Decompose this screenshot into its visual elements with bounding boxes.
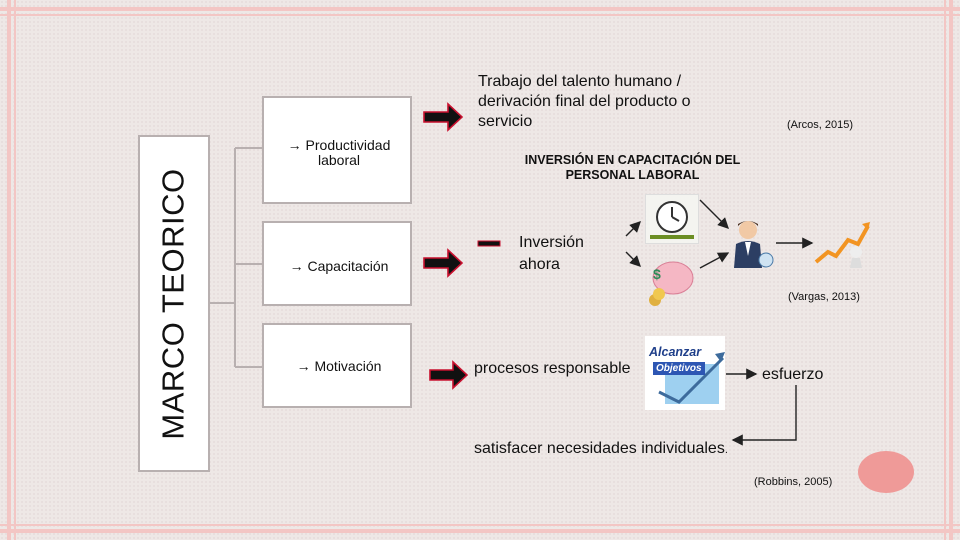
decor-circle — [858, 451, 914, 493]
tree-connector — [210, 147, 262, 368]
category-label-capacitacion: → Capacitación — [289, 258, 389, 274]
category-box-productividad: → Productividad laboral — [262, 96, 412, 204]
citation-robbins: (Robbins, 2005) — [754, 476, 833, 488]
necesidades-main: satisfacer necesidades individuales — [474, 440, 725, 457]
block-arrow — [423, 102, 464, 132]
capacitacion-heading: INVERSIÓN EN CAPACITACIÓN DEL PERSONAL L… — [524, 153, 741, 182]
thin-arrow — [699, 252, 730, 269]
frame-border — [0, 529, 960, 533]
frame-border — [14, 0, 16, 540]
frame-border — [0, 7, 960, 11]
badge-text-objetivos: Objetivos — [653, 362, 705, 375]
frame-border — [0, 14, 960, 16]
businessman-image — [728, 216, 776, 272]
category-label-productividad: → Productividad laboral — [287, 137, 391, 168]
inversion-text: Inversión ahora — [519, 234, 584, 273]
thin-arrow — [625, 251, 641, 267]
category-box-capacitacion: → Capacitación — [262, 221, 412, 306]
dash-bar — [477, 240, 501, 247]
alcanzar-objetivos-image: Alcanzar Objetivos — [645, 336, 725, 410]
category-label-motivacion: → Motivación — [296, 358, 382, 374]
elbow-connector — [731, 385, 797, 446]
citation-arcos: (Arcos, 2015) — [787, 119, 854, 131]
block-arrow — [429, 360, 469, 390]
piggy-bank-image: $ — [645, 252, 695, 308]
necesidades-text: satisfacer necesidades individuales. — [474, 440, 728, 458]
svg-text:$: $ — [653, 266, 661, 282]
page-title: MARCO TEORICO — [156, 167, 192, 440]
block-arrow — [423, 248, 464, 278]
esfuerzo-text: esfuerzo — [762, 366, 824, 383]
clock-image — [645, 194, 699, 244]
category-box-motivacion: → Motivación — [262, 323, 412, 408]
frame-border — [949, 0, 953, 540]
necesidades-period: . — [724, 444, 728, 456]
badge-text-alcanzar: Alcanzar — [649, 345, 702, 359]
citation-vargas: (Vargas, 2013) — [788, 291, 860, 303]
procesos-text: procesos responsable — [474, 360, 631, 377]
frame-border — [0, 524, 960, 526]
title-box — [138, 135, 210, 472]
frame-border — [944, 0, 946, 540]
growth-image — [812, 218, 872, 270]
productividad-text: Trabajo del talento humano / derivación … — [478, 73, 691, 130]
title-wrapper: MARCO TEORICO — [138, 135, 210, 472]
frame-border — [7, 0, 11, 540]
thin-arrow — [699, 199, 729, 229]
thin-arrow — [625, 221, 641, 237]
